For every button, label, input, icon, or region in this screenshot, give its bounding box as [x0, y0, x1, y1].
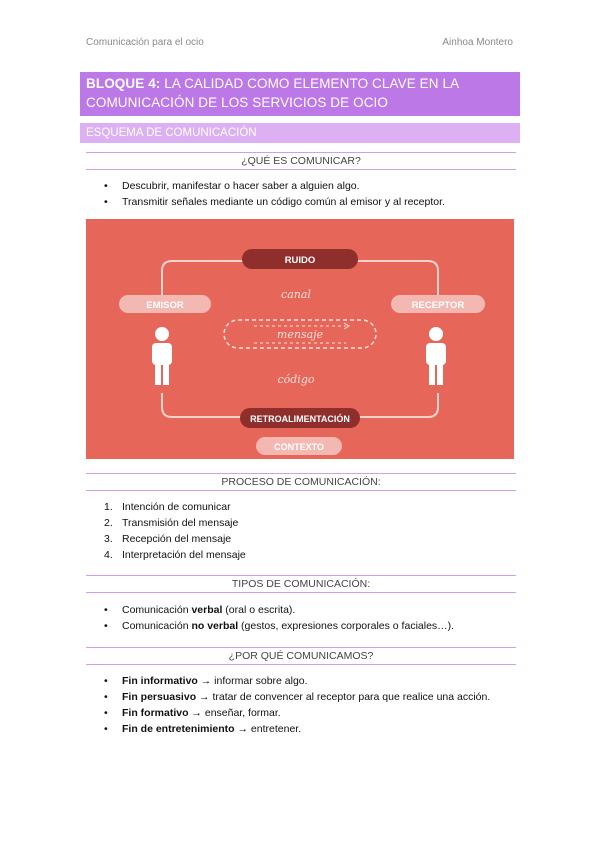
- emisor-person-icon: [152, 327, 172, 385]
- list-item: • Fin formativo → enseñar, formar.: [104, 705, 524, 721]
- receptor-label: RECEPTOR: [412, 300, 465, 311]
- list-item-text-bold: Fin informativo: [122, 675, 198, 687]
- bullet-marker: •: [104, 180, 108, 192]
- list-item-text-pre: Comunicación: [122, 620, 192, 632]
- list-item-text-bold: no verbal: [191, 620, 239, 632]
- page-header: Comunicación para el ocio Ainhoa Montero: [86, 37, 513, 51]
- list-item: • Fin informativo → informar sobre algo.: [104, 673, 524, 689]
- connector-top-left: [161, 260, 244, 299]
- list-item-text: Transmisión del mensaje: [122, 517, 239, 529]
- header-author: Ainhoa Montero: [442, 37, 513, 48]
- list-item-text: Descubrir, manifestar o hacer saber a al…: [122, 180, 360, 192]
- receptor-pill: [391, 295, 485, 313]
- list-que-es-comunicar: • Descubrir, manifestar o hacer saber a a…: [104, 178, 524, 210]
- mensaje-arrow-head: [343, 322, 350, 330]
- block-title-line-1: BLOQUE 4: LA CALIDAD COMO ELEMENTO CLAVE…: [86, 74, 514, 93]
- list-item: • Fin persuasivo → tratar de convencer al…: [104, 689, 524, 705]
- bullet-marker: •: [104, 691, 108, 703]
- emisor-label: EMISOR: [146, 300, 184, 311]
- list-item-text-post: → tratar de convencer al receptor para q…: [196, 691, 491, 703]
- header-course-title: Comunicación para el ocio: [86, 37, 204, 48]
- block-title-banner: BLOQUE 4: LA CALIDAD COMO ELEMENTO CLAVE…: [80, 72, 520, 116]
- list-item: 4. Interpretación del mensaje: [104, 547, 524, 563]
- retroalimentacion-pill: [240, 408, 360, 428]
- connector-bottom-right: [358, 393, 439, 418]
- bullet-marker: •: [104, 604, 108, 616]
- bullet-marker: •: [104, 675, 108, 687]
- list-item-text-pre: Comunicación: [122, 604, 192, 616]
- list-tipos: • Comunicación verbal (oral o escrita). •…: [104, 602, 524, 634]
- retroalimentacion-label: RETROALIMENTACIÓN: [250, 413, 350, 424]
- codigo-label: código: [277, 373, 314, 386]
- list-item: • Transmitir señales mediante un código c…: [104, 194, 524, 210]
- list-item-text-post: → enseñar, formar.: [188, 707, 281, 719]
- list-item-text: Intención de comunicar: [122, 501, 231, 513]
- mensaje-label: mensaje: [277, 328, 324, 341]
- list-item-text-bold: Fin formativo: [122, 707, 189, 719]
- ruido-label: RUIDO: [285, 255, 316, 266]
- contexto-pill: [256, 437, 342, 455]
- list-item: • Descubrir, manifestar o hacer saber a a…: [104, 178, 524, 194]
- block-prefix: BLOQUE 4:: [86, 76, 161, 91]
- heading-tipos: TIPOS DE COMUNICACIÓN:: [86, 575, 516, 593]
- list-item-text-post: → informar sobre algo.: [197, 675, 308, 687]
- communication-diagram: RUIDO canal EMISOR RECEPTOR mensaje: [86, 219, 514, 459]
- emisor-pill: [119, 295, 211, 313]
- list-por-que: •Fin informativo → informar sobre algo. …: [104, 673, 524, 737]
- heading-que-es-comunicar: ¿QUÉ ES COMUNICAR?: [86, 152, 516, 170]
- canal-label: canal: [281, 288, 311, 301]
- heading-proceso: PROCESO DE COMUNICACIÓN:: [86, 473, 516, 491]
- list-item-text-post: (gestos, expresiones corporales o facial…: [238, 620, 455, 632]
- ruido-pill: [242, 249, 358, 269]
- section-title-bar: ESQUEMA DE COMUNICACIÓN: [80, 123, 520, 143]
- bullet-marker: •: [104, 707, 108, 719]
- list-item-text: Interpretación del mensaje: [122, 549, 246, 561]
- communication-diagram-svg: RUIDO canal EMISOR RECEPTOR mensaje: [119, 249, 485, 455]
- list-item-text-post: → entretener.: [234, 723, 302, 735]
- connector-bottom-left: [161, 393, 244, 418]
- list-item-text: Recepción del mensaje: [122, 533, 232, 545]
- list-item: 2. Transmisión del mensaje: [104, 515, 524, 531]
- heading-por-que: ¿POR QUÉ COMUNICAMOS?: [86, 647, 516, 665]
- list-number: 1.: [104, 501, 113, 513]
- list-item: • Comunicación verbal (oral o escrita).: [104, 602, 524, 618]
- connector-top-right: [358, 260, 439, 299]
- contexto-label: CONTEXTO: [274, 442, 324, 452]
- list-item-text-post: (oral o escrita).: [222, 604, 296, 616]
- receptor-person-icon: [426, 327, 446, 385]
- block-title-text-1: LA CALIDAD COMO ELEMENTO CLAVE EN LA: [160, 76, 460, 91]
- bullet-marker: •: [104, 620, 108, 632]
- list-item-text-bold: verbal: [191, 604, 223, 616]
- list-number: 4.: [104, 549, 113, 561]
- list-item: 3. Recepción del mensaje: [104, 531, 524, 547]
- bullet-marker: •: [104, 196, 108, 208]
- list-number: 3.: [104, 533, 113, 545]
- bullet-marker: •: [104, 723, 108, 735]
- list-item: • Comunicación no verbal (gestos, expresi…: [104, 618, 524, 634]
- block-title-line-2: COMUNICACIÓN DE LOS SERVICIOS DE OCIO: [86, 95, 388, 110]
- list-item-text-bold: Fin de entretenimiento: [122, 723, 235, 735]
- list-proceso: 1. Intención de comunicar 2. Transmisión d…: [104, 499, 524, 563]
- list-item: • Fin de entretenimiento → entretener.: [104, 721, 524, 737]
- list-number: 2.: [104, 517, 113, 529]
- list-item-text-bold: Fin persuasivo: [122, 691, 197, 703]
- list-item-text: Transmitir señales mediante un código co…: [122, 196, 445, 208]
- list-item: 1. Intención de comunicar: [104, 499, 524, 515]
